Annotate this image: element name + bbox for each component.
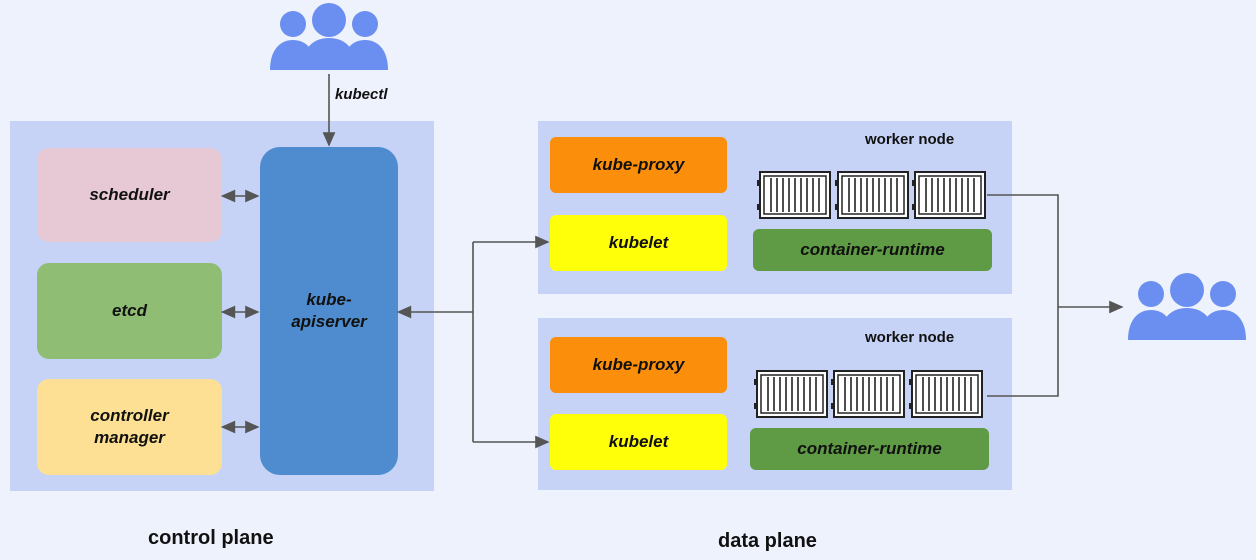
- container-icon: [830, 370, 905, 418]
- users-icon: [270, 3, 388, 70]
- container-link: [987, 194, 1059, 397]
- container-icon: [753, 370, 828, 418]
- controller-manager-box: controller manager: [37, 379, 222, 475]
- container-runtime-box: container-runtime: [750, 428, 989, 470]
- worker-node-title: worker node: [865, 329, 955, 346]
- container-icon: [756, 171, 831, 219]
- users-icon: [1128, 273, 1246, 340]
- kube-proxy-box: kube-proxy: [550, 137, 727, 193]
- container-icon: [908, 370, 983, 418]
- kube-proxy-box: kube-proxy: [550, 337, 727, 393]
- etcd-box: etcd: [37, 263, 222, 359]
- container-icon: [911, 171, 986, 219]
- container-runtime-box: container-runtime: [753, 229, 992, 271]
- kube-apiserver-box: kube- apiserver: [260, 147, 398, 475]
- kubelet-box: kubelet: [550, 414, 727, 470]
- worker-node-title: worker node: [865, 131, 955, 148]
- container-icon: [834, 171, 909, 219]
- kubelet-box: kubelet: [550, 215, 727, 271]
- kubectl-label: kubectl: [335, 86, 388, 103]
- control-plane-caption: control plane: [148, 527, 274, 549]
- scheduler-box: scheduler: [37, 148, 222, 242]
- data-plane-caption: data plane: [718, 530, 817, 552]
